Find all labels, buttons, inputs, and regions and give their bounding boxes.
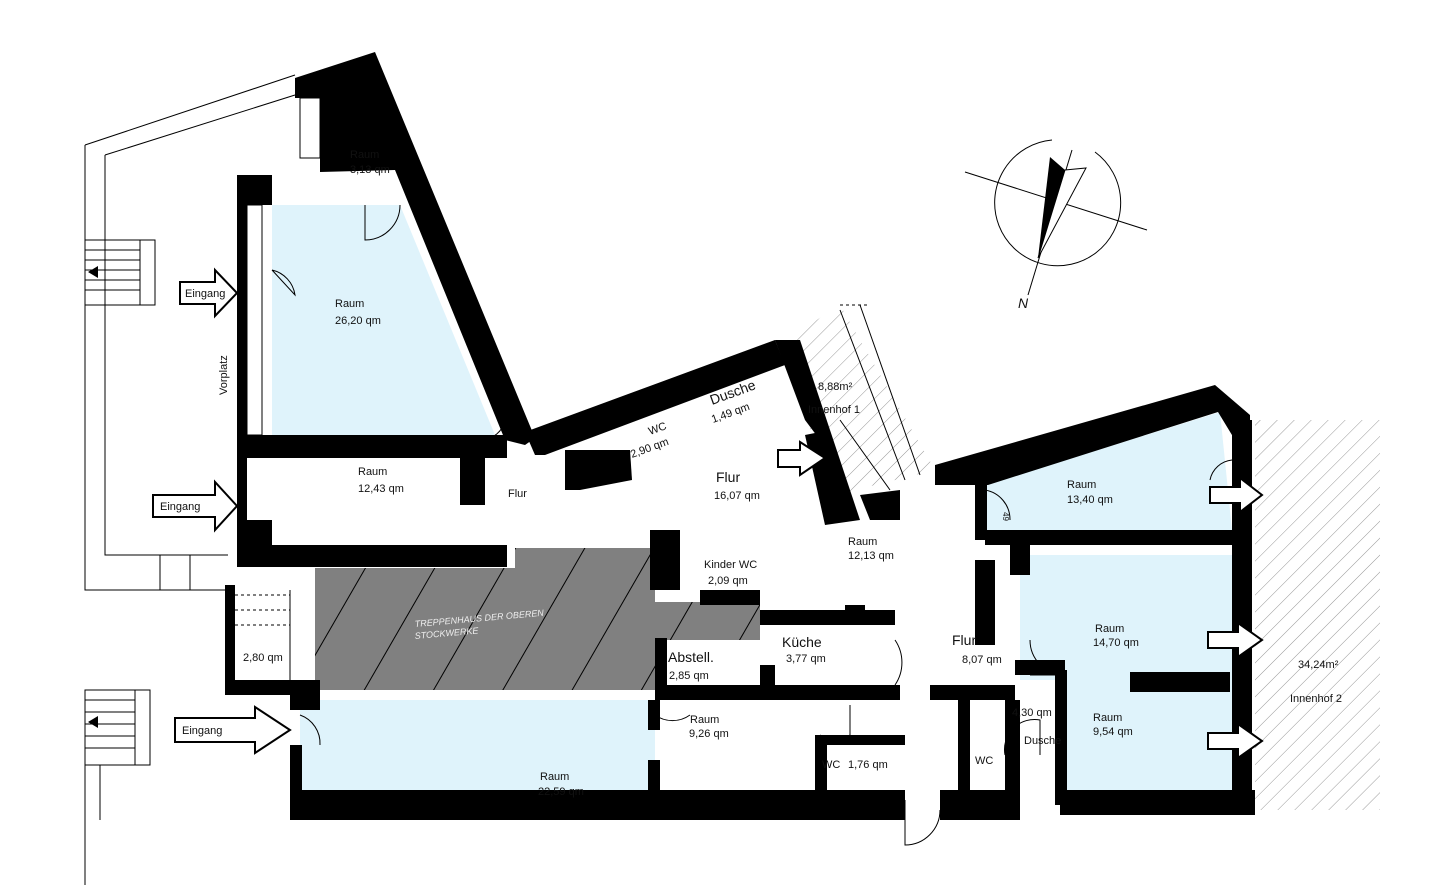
room-label: 2,90 qm	[629, 436, 670, 461]
entrance-arrow-1: Eingang	[179, 267, 239, 319]
room-label: Raum	[1067, 479, 1096, 491]
entrance-arrow-2: Eingang	[152, 479, 239, 533]
vorplatz-label: Vorplatz	[218, 355, 230, 395]
small-stair	[235, 590, 291, 680]
room-label: Flur	[508, 488, 527, 500]
room-label: 3,13 qm	[350, 164, 390, 176]
north-arrow-icon: N	[964, 139, 1148, 311]
outdoor-stairs-bottom	[84, 689, 151, 885]
innenhof-2-area: 34,24m²	[1298, 659, 1339, 671]
entrance-label: Eingang	[185, 288, 225, 300]
room-label: 3,77 qm	[786, 653, 826, 665]
entrance-arrow-3: Eingang	[174, 705, 292, 755]
room-label: Raum	[1095, 623, 1124, 635]
room-label: 12,13 qm	[848, 550, 894, 562]
outdoor-stairs-top	[84, 239, 156, 306]
room-label: 9,26 qm	[689, 728, 729, 740]
room-label: 2,80 qm	[243, 652, 283, 664]
room-label: Raum	[350, 149, 379, 161]
room-label: 2,09 qm	[708, 575, 748, 587]
room-label: 16,07 qm	[714, 490, 760, 502]
room-label: 9,54 qm	[1093, 726, 1133, 738]
room-label: Abstell.	[668, 649, 714, 665]
room-label: Küche	[782, 634, 822, 650]
room-label: Flur	[716, 469, 740, 485]
room-label: WC	[822, 759, 840, 771]
entrance-label: Eingang	[182, 725, 222, 737]
doors	[271, 204, 1233, 846]
room-label: 26,20 qm	[335, 315, 381, 327]
room-label: Flur	[952, 632, 976, 648]
room-label: Dusche	[1024, 735, 1061, 747]
room-fills	[272, 205, 1232, 815]
room-label: WC	[975, 755, 993, 767]
room-label: 8,07 qm	[962, 654, 1002, 666]
walls	[225, 52, 1255, 820]
north-label: N	[1018, 295, 1029, 311]
room-label: 12,43 qm	[358, 483, 404, 495]
door-mark: 49	[1001, 512, 1010, 521]
room-label: 1,76 qm	[848, 759, 888, 771]
room-label: 14,70 qm	[1093, 637, 1139, 649]
room-label: Raum	[335, 298, 364, 310]
exit-arrows	[777, 440, 1264, 760]
room-label: Kinder WC	[704, 559, 757, 571]
innenhof-2-label: Innenhof 2	[1290, 693, 1342, 705]
room-label: 2,85 qm	[669, 670, 709, 682]
innenhof-1-area: 8,88m²	[818, 381, 853, 393]
entrance-label: Eingang	[160, 501, 200, 513]
room-label: Raum	[690, 714, 719, 726]
room-label: Raum	[1093, 712, 1122, 724]
room-labels: Raum 3,13 qm Raum 26,20 qm Raum 12,43 qm…	[243, 149, 1139, 798]
room-label: 22,59 qm	[538, 786, 584, 798]
innenhof-2	[1255, 420, 1380, 810]
innenhof-1-label: Innenhof 1	[808, 404, 860, 416]
room-label: Raum	[848, 536, 877, 548]
room-label: 4,30 qm	[1012, 707, 1052, 719]
room-label: 13,40 qm	[1067, 494, 1113, 506]
room-label: WC	[647, 420, 668, 438]
room-label: Raum	[540, 771, 569, 783]
room-label: Raum	[358, 466, 387, 478]
